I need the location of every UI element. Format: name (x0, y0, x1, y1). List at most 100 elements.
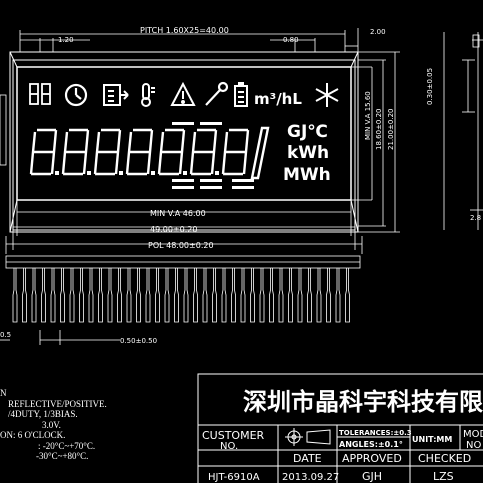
pin-leg (307, 268, 312, 323)
warning-icon (170, 81, 196, 106)
side-view (443, 32, 483, 230)
thermometer-icon (141, 83, 155, 107)
pitch-dimension (19, 28, 359, 52)
view-height-label: 18.60±0.20 (375, 109, 383, 151)
segment-underlines (172, 122, 254, 189)
meter-icon (103, 84, 129, 106)
pins (12, 268, 350, 323)
width-dimensions (5, 200, 363, 254)
pin-dimension (0, 330, 120, 345)
pin-leg (12, 268, 18, 323)
pin-leg (69, 268, 75, 323)
pin-leg (269, 268, 274, 323)
date-label: DATE (293, 452, 322, 465)
pin-header (5, 255, 361, 269)
note-line: /4DUTY, 1/3BIAS. (8, 409, 78, 419)
pin-leg (88, 268, 94, 323)
seven-segment-digit (125, 128, 154, 176)
trailing-segment (250, 126, 270, 180)
unit-gj-label: GJ℃ (287, 122, 328, 142)
checked-label: CHECKED (418, 452, 471, 465)
note-line: -30°C~+80°C. (36, 451, 89, 461)
checked-by: LZS (433, 470, 454, 483)
unit-label: UNIT:MM (412, 435, 452, 444)
part-number: HJT-6910A (208, 472, 260, 483)
seven-segment-digit (221, 128, 250, 176)
total-height-label: 21.00±0.20 (387, 109, 395, 151)
seven-segment-digit (157, 128, 186, 176)
angles-label: ANGLES:±0.1° (339, 440, 403, 449)
icon-row (29, 81, 339, 107)
model-label: MOD (463, 429, 483, 440)
note-line: 3.0V. (42, 419, 61, 430)
pol-label: POL 48.00±0.20 (148, 241, 214, 250)
seven-segment-digit (29, 128, 58, 176)
pin-leg (145, 268, 151, 323)
decimal-point (183, 171, 187, 175)
pin-leg (22, 268, 27, 323)
projection-symbol (285, 428, 331, 446)
decimal-point (55, 171, 59, 175)
pin-leg (345, 268, 350, 323)
approved-by: GJH (362, 470, 382, 483)
pin-leg (202, 268, 208, 323)
dim-1-20: 1.20 (58, 36, 74, 44)
note-line: N (0, 388, 7, 398)
note-line: REFLECTIVE/POSITIVE. (8, 398, 107, 409)
pin-leg (117, 268, 122, 323)
pin-leg (278, 268, 284, 323)
right-small-dim: 0.30±0.05 (426, 68, 434, 105)
seven-segment-digit (189, 128, 218, 176)
small-digits-icon (29, 83, 51, 105)
unit-kwh-label: kWh (287, 143, 329, 163)
pin-leg (335, 268, 341, 323)
height-dimensions (351, 51, 400, 233)
drawing-date: 2013.09.27 (282, 472, 339, 483)
pin-leg (50, 268, 56, 323)
model-no-label: NO (466, 440, 481, 451)
pin-leg (316, 268, 322, 323)
note-line: ON: 6 O'CLOCK. (0, 430, 66, 440)
unit-flow-label: m³/hL (254, 90, 302, 108)
pitch-label: PITCH 1.60X25=40.00 (140, 26, 229, 35)
customer-label: CUSTOMER (202, 429, 265, 442)
left-stub (0, 94, 7, 166)
main-digits (29, 126, 270, 180)
wrench-icon (205, 81, 229, 106)
customer-no-label: NO. (220, 441, 238, 452)
battery-icon (234, 82, 248, 107)
company-name: 深圳市晶科宇科技有限 (243, 388, 483, 416)
pin-leg (288, 268, 293, 323)
pin-leg (126, 268, 132, 323)
right-28-dim: 2.8 (470, 214, 481, 222)
title-block (197, 373, 483, 483)
pin-leg (155, 268, 160, 323)
pin-left-label: 0.5 (0, 331, 11, 339)
approved-label: APPROVED (342, 452, 402, 465)
pin-leg (164, 268, 170, 323)
pin-leg (98, 268, 103, 323)
pin-leg (79, 268, 84, 323)
seven-segment-digit (93, 128, 122, 176)
dim-0-80: 0.80 (283, 36, 299, 44)
pin-leg (107, 268, 113, 323)
decimal-point (151, 171, 155, 175)
pin-leg (174, 268, 179, 323)
decimal-point (215, 171, 219, 175)
pin-leg (231, 268, 236, 323)
tolerance-label: TOLERANCES:±0.3 (339, 429, 412, 437)
pin-leg (259, 268, 265, 323)
decimal-point (119, 171, 123, 175)
dim-2-00: 2.00 (370, 28, 386, 36)
pin-leg (221, 268, 227, 323)
pin-leg (31, 268, 37, 323)
pin-leg (326, 268, 331, 323)
decimal-point (87, 171, 91, 175)
pin-leg (212, 268, 217, 323)
glass-outline (9, 51, 359, 233)
seven-segment-digit (61, 128, 90, 176)
pin-width-label: 0.50±0.50 (120, 337, 157, 345)
pin-leg (60, 268, 65, 323)
pin-leg (250, 268, 255, 323)
